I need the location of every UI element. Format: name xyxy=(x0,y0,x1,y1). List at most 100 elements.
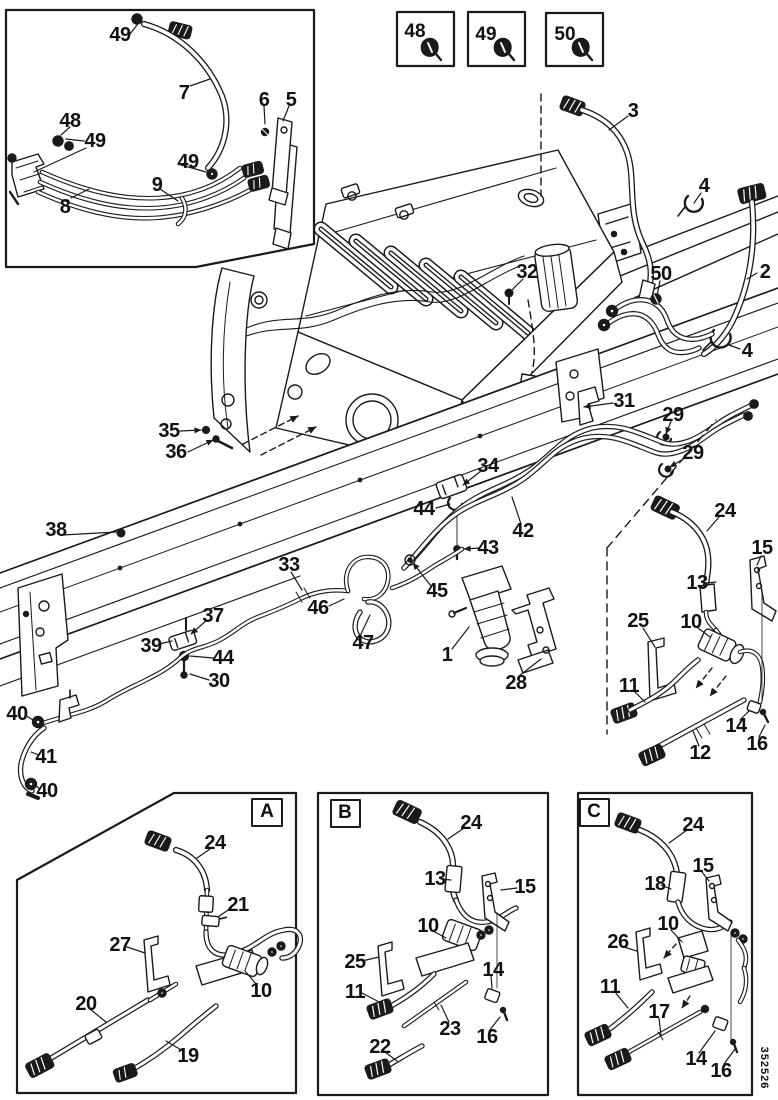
clamp-4-upper xyxy=(677,194,704,217)
callout-11: 11 xyxy=(344,981,366,1003)
callout-44: 44 xyxy=(212,647,234,669)
elbow-hoses xyxy=(597,297,715,356)
callout-23: 23 xyxy=(439,1018,461,1040)
callout-25: 25 xyxy=(627,610,649,632)
hose-47-loop xyxy=(352,599,392,645)
clamp-39-37 xyxy=(168,617,198,651)
callout-6: 6 xyxy=(258,89,270,111)
callout-38: 38 xyxy=(45,519,67,541)
hose-41-area xyxy=(17,689,80,800)
callout-44: 44 xyxy=(413,498,435,520)
detail-box-b xyxy=(316,791,550,1097)
callout-16: 16 xyxy=(746,733,768,755)
hose-clip-icon xyxy=(420,37,443,62)
callout-10: 10 xyxy=(680,611,702,633)
callout-3: 3 xyxy=(627,100,639,122)
callout-37: 37 xyxy=(202,605,224,627)
screw-36 xyxy=(212,435,234,450)
callout-11: 11 xyxy=(618,675,640,697)
callout-29: 29 xyxy=(682,442,704,464)
callout-11: 11 xyxy=(599,976,621,998)
hose-3 xyxy=(559,95,656,303)
callout-50: 50 xyxy=(650,263,672,285)
callout-28: 28 xyxy=(505,672,527,694)
fuel-pipes-42 xyxy=(401,399,759,571)
callout-12: 12 xyxy=(689,742,711,764)
callout-15: 15 xyxy=(514,876,536,898)
callout-39: 39 xyxy=(140,635,162,657)
callout-14: 14 xyxy=(482,959,504,981)
callout-47: 47 xyxy=(352,632,374,654)
callout-24: 24 xyxy=(204,832,226,854)
callout-45: 45 xyxy=(426,580,448,602)
rail-console-left xyxy=(17,573,69,697)
callout-35: 35 xyxy=(158,420,180,442)
clip-29-lower xyxy=(658,462,675,478)
fitting-45 xyxy=(404,554,416,566)
subassembly-dashed-box xyxy=(606,419,717,735)
vent-canister xyxy=(534,243,579,312)
subassembly-main xyxy=(610,495,777,767)
callout-24: 24 xyxy=(460,812,482,834)
filler-neck xyxy=(517,188,545,208)
detail-box-label-c: C xyxy=(587,801,601,822)
legend-label-50: 50 xyxy=(554,24,576,45)
callout-10: 10 xyxy=(417,915,439,937)
callout-10: 10 xyxy=(657,913,679,935)
callout-24: 24 xyxy=(682,814,704,836)
legend-label-49: 49 xyxy=(475,24,497,45)
clamp-34 xyxy=(435,473,468,500)
callout-40: 40 xyxy=(6,703,28,725)
callout-43: 43 xyxy=(477,537,499,559)
fuel-tank xyxy=(235,149,623,469)
callout-34: 34 xyxy=(477,455,499,477)
callout-leader-lines xyxy=(24,24,766,1065)
callout-16: 16 xyxy=(476,1026,498,1048)
clip-48-inset xyxy=(52,135,64,147)
callout-1: 1 xyxy=(441,644,453,666)
callout-31: 31 xyxy=(613,390,635,412)
bolt-6 xyxy=(260,127,270,137)
callout-36: 36 xyxy=(165,441,187,463)
callout-22: 22 xyxy=(369,1036,391,1058)
pipe-2 xyxy=(700,183,767,358)
callout-24: 24 xyxy=(714,500,736,522)
pump-1 xyxy=(448,565,512,667)
callout-4: 4 xyxy=(698,175,710,197)
callout-15: 15 xyxy=(751,537,773,559)
callout-46: 46 xyxy=(307,597,329,619)
callout-14: 14 xyxy=(685,1048,707,1070)
callout-49: 49 xyxy=(109,24,131,46)
callout-4: 4 xyxy=(741,340,753,362)
callout-18: 18 xyxy=(644,873,666,895)
inset-box-topleft xyxy=(4,8,316,269)
valve-block xyxy=(7,153,45,206)
callout-29: 29 xyxy=(662,404,684,426)
callout-7: 7 xyxy=(178,82,190,104)
fuel-pipe-33 xyxy=(37,546,465,727)
bolt-38 xyxy=(116,528,126,538)
figure-number: 352526 xyxy=(758,1046,770,1090)
hose-clip-icon xyxy=(571,37,594,62)
bracket-5 xyxy=(268,117,293,206)
callout-30: 30 xyxy=(208,670,230,692)
clip-50-main xyxy=(650,293,662,305)
callout-2: 2 xyxy=(759,261,771,283)
callout-27: 27 xyxy=(109,934,131,956)
callout-26: 26 xyxy=(607,931,629,953)
callout-19: 19 xyxy=(177,1045,199,1067)
hose-7 xyxy=(131,13,230,172)
callout-32: 32 xyxy=(516,261,538,283)
callout-16: 16 xyxy=(710,1060,732,1082)
bolt-35 xyxy=(201,425,211,435)
callout-33: 33 xyxy=(278,554,300,576)
detail-box-label-a: A xyxy=(260,801,274,822)
callout-42: 42 xyxy=(512,520,534,542)
hose-bundle-8-9 xyxy=(35,160,271,227)
callout-49: 49 xyxy=(177,151,199,173)
callout-48: 48 xyxy=(59,110,81,132)
callout-15: 15 xyxy=(692,855,714,877)
callout-21: 21 xyxy=(227,894,249,916)
